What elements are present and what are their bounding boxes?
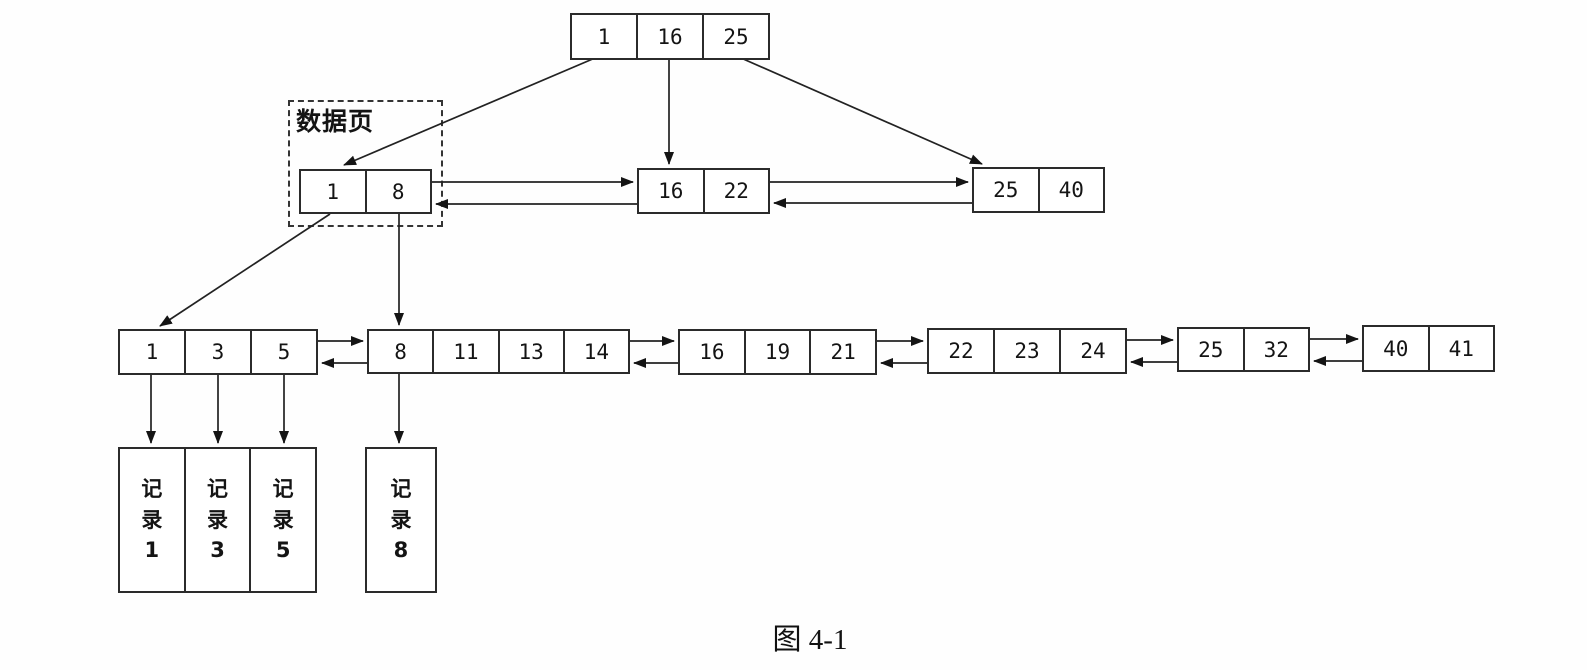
record-label: 记录5	[272, 477, 294, 563]
key-cell: 32	[1242, 329, 1309, 370]
key-cell: 19	[743, 331, 810, 373]
record-label: 记录8	[390, 477, 412, 563]
data-page-dashed-frame	[288, 100, 443, 227]
data-page-label: 数据页	[296, 107, 375, 136]
node-page-1-8: 1 8	[299, 169, 432, 214]
key-cell: 16	[636, 15, 702, 58]
key-cell: 14	[562, 331, 628, 372]
key-cell: 25	[1198, 337, 1224, 362]
key-cell: 1	[326, 179, 340, 204]
record-label: 记录1	[141, 477, 163, 563]
leaf-record-edges	[146, 374, 404, 444]
leaf-sibling-edges	[318, 334, 1362, 368]
record-box-8: 记录8	[365, 447, 437, 593]
root-child-edges	[343, 57, 983, 166]
key-cell: 40	[1383, 336, 1409, 361]
node-page-25-40: 25 40	[972, 167, 1105, 213]
node-leaf-22-23-24: 22 23 24	[927, 328, 1127, 374]
key-cell: 1	[597, 24, 611, 49]
key-cell: 25	[993, 178, 1019, 202]
node-leaf-16-19-21: 16 19 21	[678, 329, 877, 375]
node-page-16-22: 16 22	[637, 168, 770, 214]
key-cell: 8	[364, 171, 431, 212]
key-cell: 8	[394, 339, 407, 364]
key-cell: 25	[702, 15, 768, 58]
key-cell: 21	[809, 331, 875, 373]
key-cell: 11	[432, 331, 497, 372]
record-cell: 记录1	[120, 449, 184, 591]
node-leaf-1-3-5: 1 3 5	[118, 329, 318, 375]
record-group-1-3-5: 记录1 记录3 记录5	[118, 447, 317, 593]
key-cell: 24	[1059, 330, 1125, 372]
edge-root-to-page-1-8	[343, 57, 596, 166]
page-leaf-edges	[159, 213, 404, 327]
node-leaf-8-11-13-14: 8 11 13 14	[367, 329, 630, 374]
page-sibling-edges	[432, 177, 972, 209]
key-cell: 22	[702, 170, 769, 212]
record-cell: 记录3	[183, 449, 250, 591]
key-cell: 41	[1427, 327, 1494, 370]
node-leaf-40-41: 40 41	[1362, 325, 1495, 372]
key-cell: 16	[658, 179, 684, 203]
key-cell: 40	[1037, 169, 1104, 211]
key-cell: 5	[250, 331, 316, 373]
figure-caption: 图 4-1	[772, 624, 848, 656]
key-cell: 3	[184, 331, 250, 373]
record-label: 记录3	[207, 477, 228, 563]
node-leaf-25-32: 25 32	[1177, 327, 1310, 372]
key-cell: 1	[145, 340, 159, 364]
key-cell: 23	[993, 330, 1059, 372]
edge-page1-to-leaf-1-3-5	[159, 213, 331, 327]
edge-root-to-page-25-40	[740, 57, 983, 165]
record-cell: 记录5	[249, 449, 315, 591]
key-cell: 13	[497, 331, 563, 372]
record-cell: 记录8	[367, 449, 435, 591]
key-cell: 22	[948, 339, 974, 363]
node-root: 1 16 25	[570, 13, 770, 60]
key-cell: 16	[699, 340, 725, 364]
